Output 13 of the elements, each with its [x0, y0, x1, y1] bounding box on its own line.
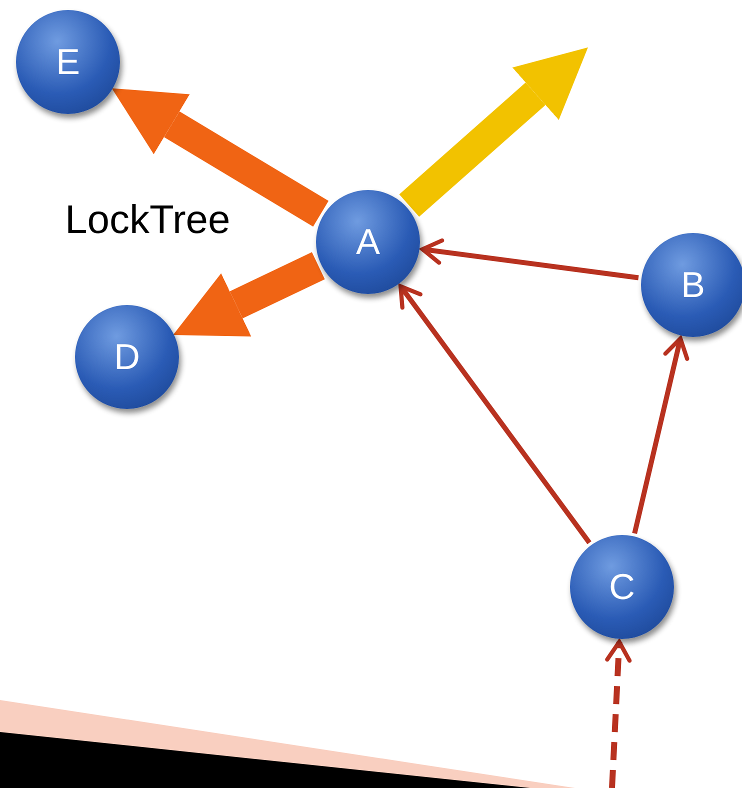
- arrow: [112, 88, 329, 227]
- arrow: [399, 47, 588, 217]
- diagram-label: LockTree: [65, 200, 230, 240]
- node-label: C: [609, 569, 635, 605]
- node-label: A: [356, 224, 380, 260]
- arrow: [420, 238, 639, 280]
- arrow: [605, 640, 632, 788]
- node-label: D: [114, 339, 140, 375]
- node-label: E: [56, 44, 80, 80]
- arrow: [173, 252, 325, 336]
- node-label: B: [680, 267, 705, 303]
- arrow: [398, 284, 592, 544]
- arrow: [632, 336, 690, 534]
